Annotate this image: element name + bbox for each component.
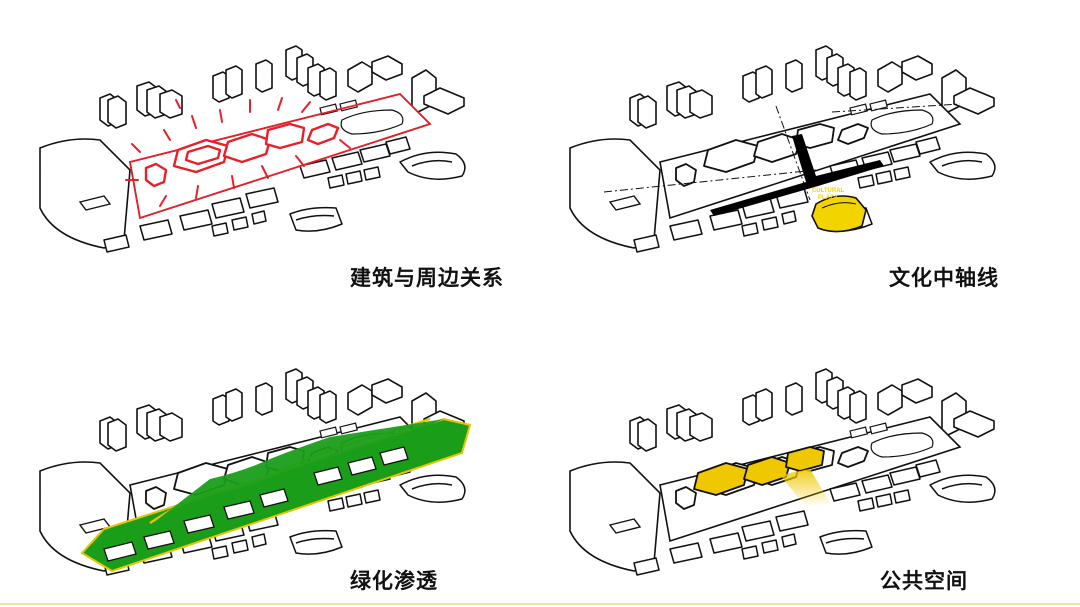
cultural-plaza-label-line2: PLAZA [818,195,839,201]
caption-building-relation: 建筑与周边关系 [350,262,504,292]
bottom-divider [0,603,1080,605]
diagram-building-relation [0,0,540,303]
caption-cultural-axis: 文化中轴线 [889,262,999,292]
caption-green-penetration: 绿化渗透 [350,565,438,595]
caption-public-space: 公共空间 [880,565,968,595]
diagram-public-space [540,303,1080,606]
diagram-green-penetration [0,303,540,606]
diagram-cultural-axis: CULTURAL PLAZA [540,0,1080,303]
panel-public-space: 公共空间 [540,303,1080,606]
cultural-plaza-label-line1: CULTURAL [812,188,845,194]
panel-cultural-axis: CULTURAL PLAZA 文化中轴线 [540,0,1080,303]
panel-green-penetration: 绿化渗透 [0,303,540,606]
panel-building-relation: 建筑与周边关系 [0,0,540,303]
